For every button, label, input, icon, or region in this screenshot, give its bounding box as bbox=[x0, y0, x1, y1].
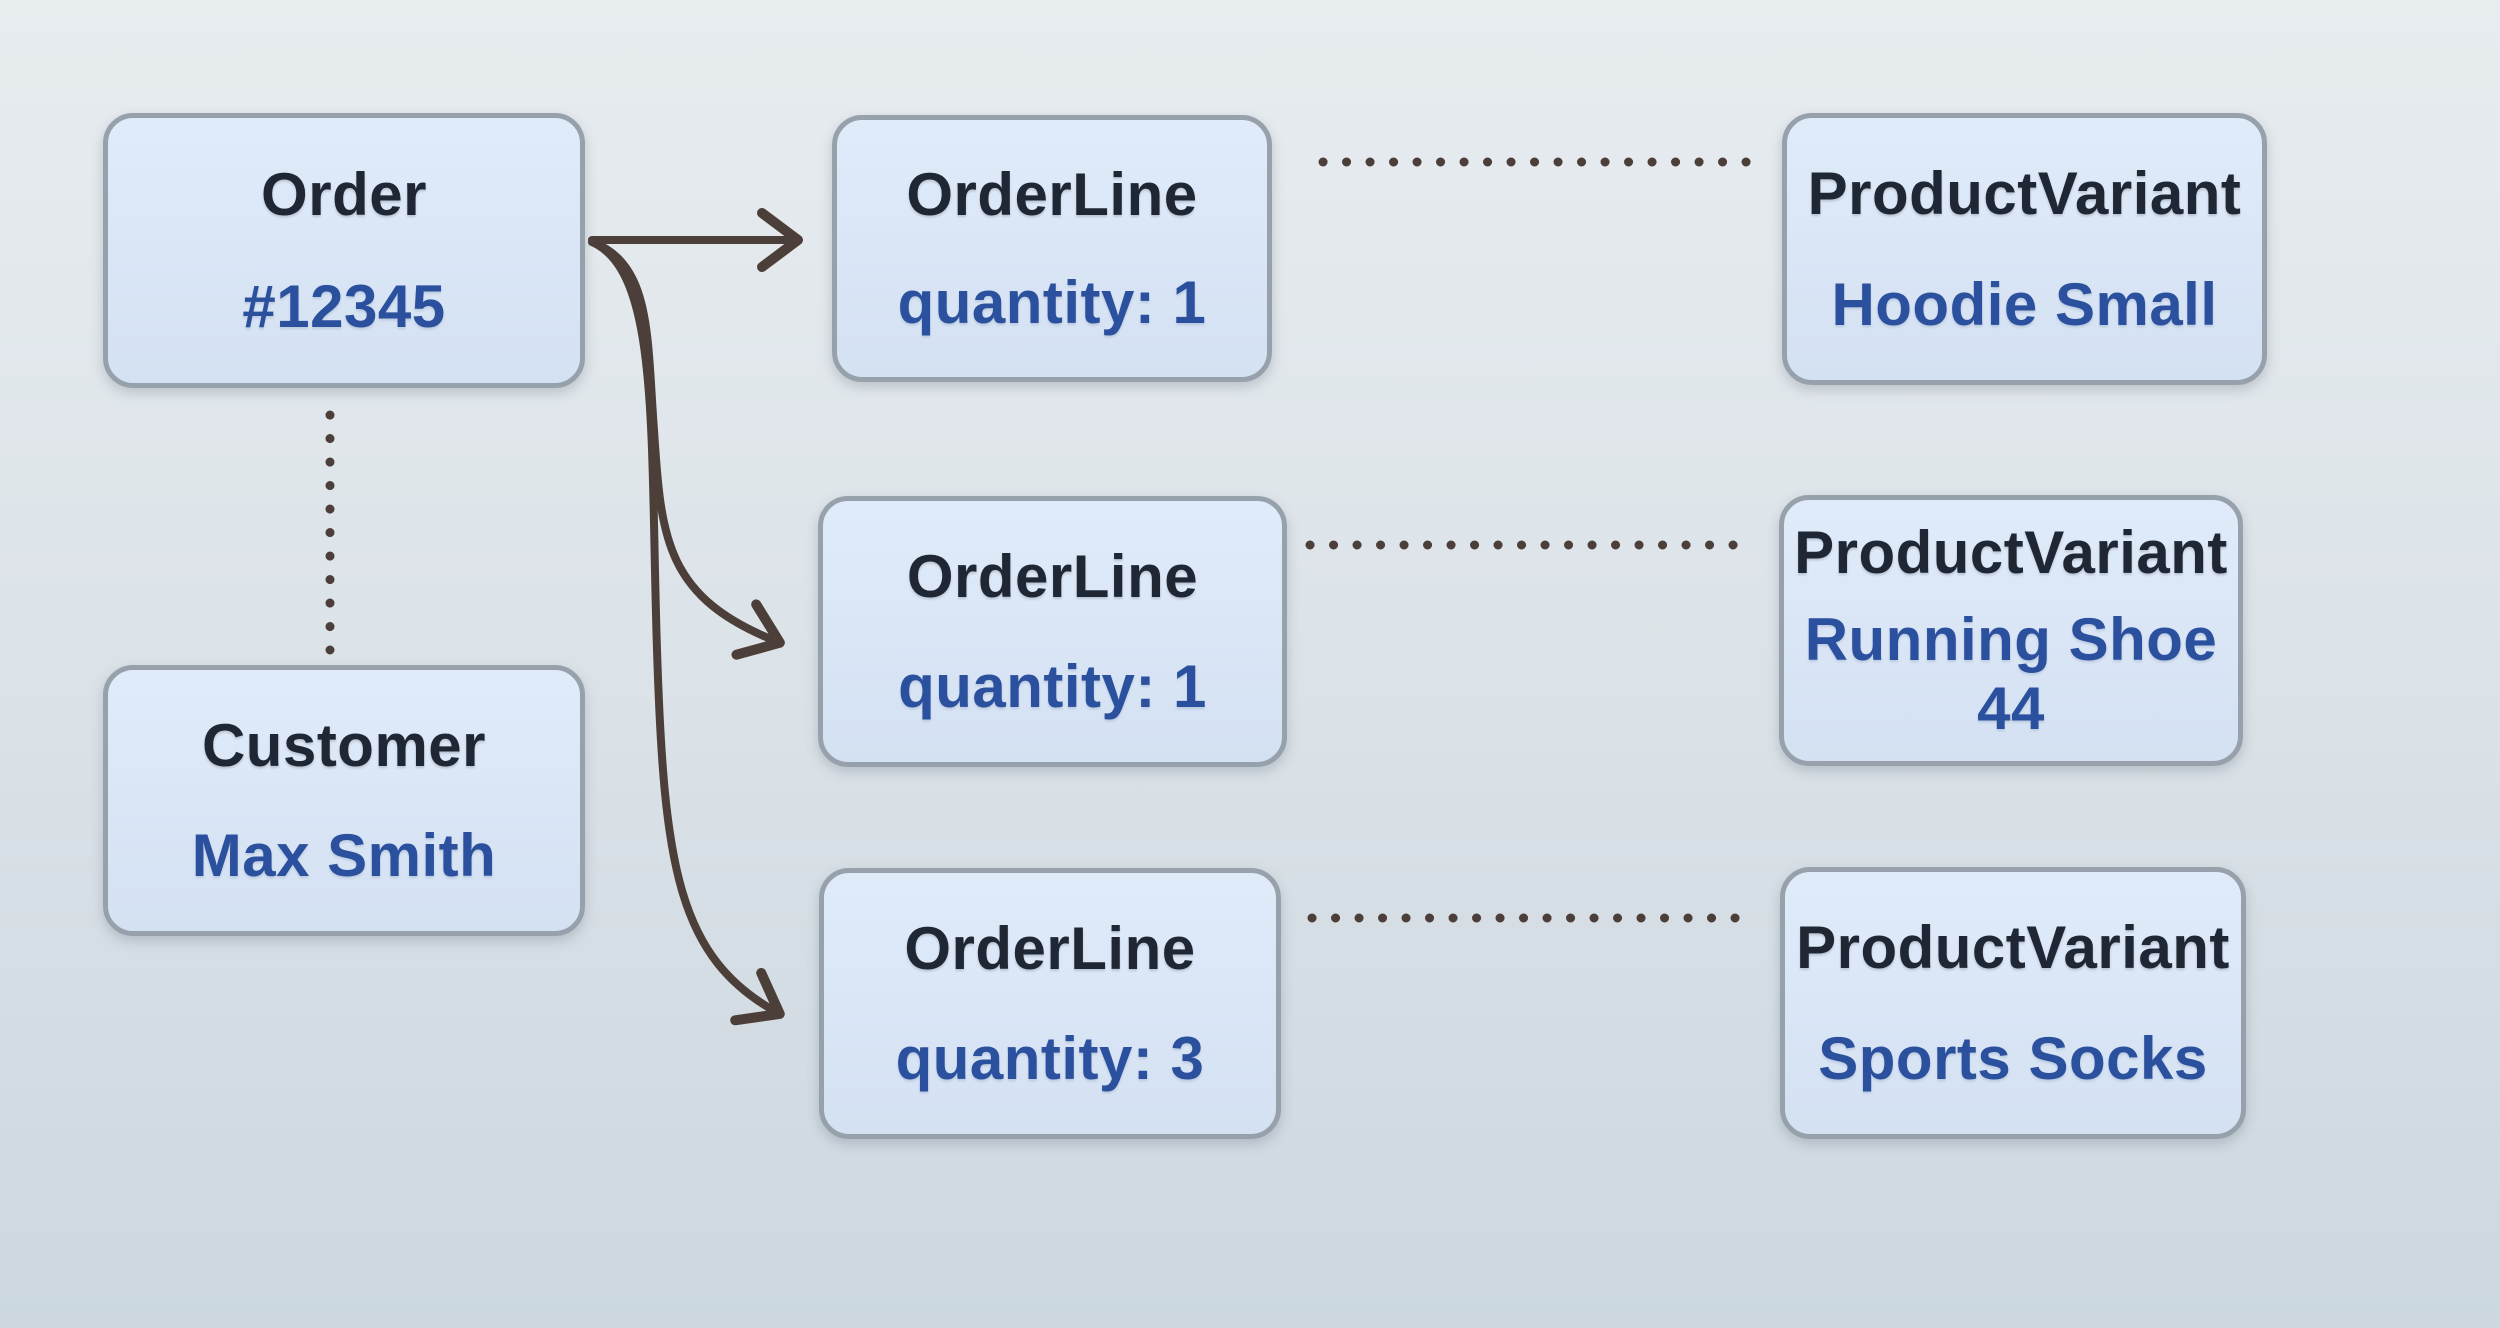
orderline-3-node-value: quantity: 3 bbox=[895, 1025, 1205, 1092]
orderline-1-node: OrderLine quantity: 1 bbox=[832, 115, 1272, 382]
productvariant-1-node-title: ProductVariant bbox=[1807, 160, 2242, 228]
order-node-title: Order bbox=[261, 161, 427, 229]
productvariant-1-node-value: Hoodie Small bbox=[1831, 270, 2218, 338]
customer-node-value: Max Smith bbox=[191, 822, 497, 889]
productvariant-3-node-value: Sports Socks bbox=[1818, 1024, 2208, 1092]
productvariant-1-node: ProductVariant Hoodie Small bbox=[1782, 113, 2267, 385]
customer-node-title: Customer bbox=[201, 712, 487, 779]
edge-order-to-orderline3-arrow bbox=[588, 238, 785, 1026]
orderline-2-node: OrderLine quantity: 1 bbox=[818, 496, 1287, 767]
customer-node: Customer Max Smith bbox=[103, 665, 585, 936]
orderline-1-node-value: quantity: 1 bbox=[897, 269, 1207, 337]
orderline-1-node-title: OrderLine bbox=[906, 160, 1198, 228]
productvariant-3-node-title: ProductVariant bbox=[1796, 914, 2230, 982]
productvariant-2-node-title: ProductVariant bbox=[1794, 519, 2228, 586]
orderline-2-node-value: quantity: 1 bbox=[898, 653, 1207, 720]
order-node: Order #12345 bbox=[103, 113, 585, 388]
orderline-2-node-title: OrderLine bbox=[906, 543, 1199, 610]
orderline-3-node-title: OrderLine bbox=[904, 915, 1196, 982]
order-node-value: #12345 bbox=[242, 272, 446, 340]
orderline-3-node: OrderLine quantity: 3 bbox=[819, 868, 1281, 1139]
edge-order-to-orderline2-arrow bbox=[588, 238, 785, 660]
productvariant-2-node-value: Running Shoe 44 bbox=[1804, 606, 2218, 742]
productvariant-2-node: ProductVariant Running Shoe 44 bbox=[1779, 495, 2243, 766]
productvariant-3-node: ProductVariant Sports Socks bbox=[1780, 867, 2246, 1139]
